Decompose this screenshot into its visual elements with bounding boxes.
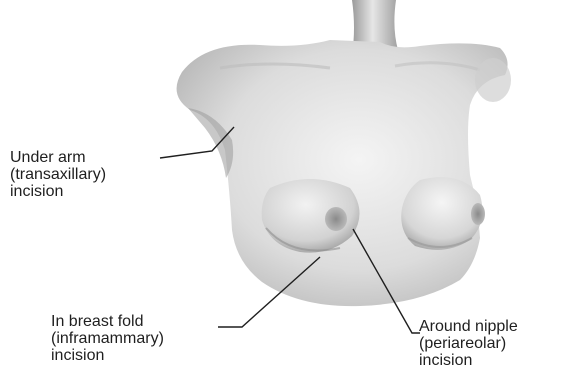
breast-fold-label-line-1: In breast fold xyxy=(51,313,164,330)
breast-fold-incision-label: In breast fold (inframammary) incision xyxy=(51,313,164,364)
nipple-label-line-1: Around nipple xyxy=(419,318,518,335)
underarm-label-line-1: Under arm xyxy=(10,149,106,166)
underarm-label-line-2: (transaxillary) xyxy=(10,166,106,183)
underarm-label-line-3: incision xyxy=(10,183,106,200)
underarm-incision-label: Under arm (transaxillary) incision xyxy=(10,149,106,200)
left-areola xyxy=(325,207,347,231)
nipple-label-line-2: (periareolar) xyxy=(419,335,518,352)
nipple-incision-label: Around nipple (periareolar) incision xyxy=(419,318,518,369)
breast-fold-label-line-2: (inframammary) xyxy=(51,330,164,347)
right-areola xyxy=(471,203,485,225)
breast-fold-label-line-3: incision xyxy=(51,347,164,364)
nipple-label-line-3: incision xyxy=(419,352,518,369)
